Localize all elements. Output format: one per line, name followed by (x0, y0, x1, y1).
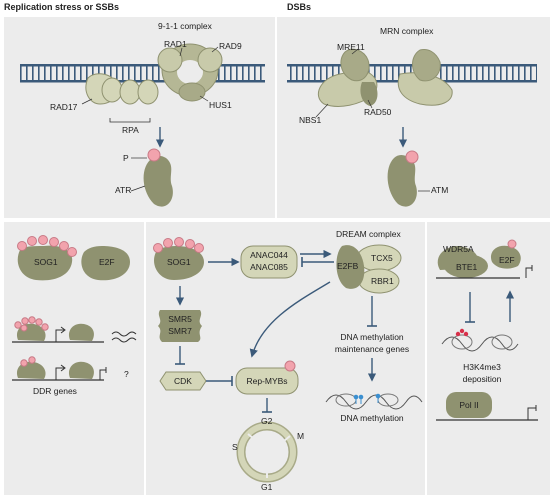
label-bte1: BTE1 (456, 262, 478, 272)
atr-protein (143, 155, 173, 207)
rep-mybs-phospho (284, 360, 296, 372)
label-e2f-right: E2F (499, 255, 515, 265)
label-sog1-middle: SOG1 (167, 257, 191, 267)
atm-protein (387, 155, 417, 207)
label-nbs1: NBS1 (299, 115, 322, 125)
rpa-bead-3 (137, 79, 159, 105)
nucleosome-h3k4me3 (441, 328, 519, 352)
methylated-dna (325, 393, 423, 410)
label-cdk: CDK (174, 376, 192, 386)
label-rep-mybs: Rep-MYBs (246, 376, 288, 386)
label-hus1: HUS1 (209, 100, 232, 110)
pol2-box (446, 392, 492, 418)
label-smr5: SMR5 (168, 314, 192, 324)
label-9-1-1-complex: 9-1-1 complex (158, 21, 212, 31)
cell-cycle-ring (236, 421, 298, 483)
label-dna-methylation-genes-2: maintenance genes (334, 344, 410, 354)
label-anac085: ANAC085 (250, 262, 288, 272)
label-g2: G2 (261, 416, 273, 426)
ddr-gene-bound (12, 316, 137, 343)
label-tcx5: TCX5 (371, 253, 393, 263)
label-rpa: RPA (122, 125, 139, 135)
label-deposition: deposition (462, 374, 502, 384)
wdr5a-bte1-e2f (436, 239, 533, 279)
label-g1: G1 (261, 482, 273, 492)
label-rad17: RAD17 (50, 102, 78, 112)
label-mrn-complex: MRN complex (380, 26, 434, 36)
label-sog1-left: SOG1 (34, 257, 58, 267)
label-dream-complex: DREAM complex (336, 229, 401, 239)
label-question: ? (124, 369, 129, 379)
dna-ladder-left (20, 64, 265, 83)
label-dna-methylation: DNA methylation (340, 413, 404, 423)
label-dna-methylation-genes-1: DNA methylation (340, 332, 404, 342)
rpa-bead-1 (101, 77, 123, 103)
e2f-protein-left (81, 246, 130, 281)
cdk-protein (159, 371, 207, 391)
label-h3k4me3: H3K4me3 (463, 362, 501, 372)
label-rbr1: RBR1 (371, 276, 394, 286)
label-atm: ATM (431, 185, 449, 195)
smr-protein (158, 310, 202, 342)
label-rad9: RAD9 (219, 41, 242, 51)
sog1-phospho-cluster (17, 235, 77, 281)
ddr-gene-unbound (12, 356, 107, 381)
label-rad50: RAD50 (364, 107, 392, 117)
label-s: S (232, 442, 238, 452)
atm-phospho (405, 150, 419, 164)
label-atr: ATR (115, 185, 132, 195)
rpa-bracket (109, 118, 151, 123)
dream-complex (336, 244, 402, 294)
label-m: M (297, 431, 305, 441)
label-e2fb: E2FB (337, 261, 359, 271)
rep-mybs-box (235, 367, 299, 395)
label-anac044: ANAC044 (250, 250, 288, 260)
mrn-left (318, 48, 378, 107)
label-e2f-left: E2F (99, 257, 115, 267)
label-mre11: MRE11 (337, 42, 365, 52)
label-p: P (123, 153, 129, 163)
ring-9-1-1 (157, 43, 223, 102)
panel-replication-stress (4, 17, 275, 218)
mrn-right (397, 49, 453, 106)
label-rad1: RAD1 (164, 39, 187, 49)
atr-phospho (147, 148, 161, 162)
anac-box (240, 245, 298, 279)
sog1-protein-middle (153, 237, 204, 280)
rpa-bead-2 (119, 79, 141, 105)
label-wdr5a: WDR5A (443, 244, 474, 254)
label-ddr-genes: DDR genes (33, 386, 77, 396)
header-replication-stress: Replication stress or SSBs (4, 2, 120, 12)
header-dsbs: DSBs (287, 2, 312, 12)
label-pol2: Pol II (459, 400, 479, 410)
label-smr7: SMR7 (168, 326, 192, 336)
